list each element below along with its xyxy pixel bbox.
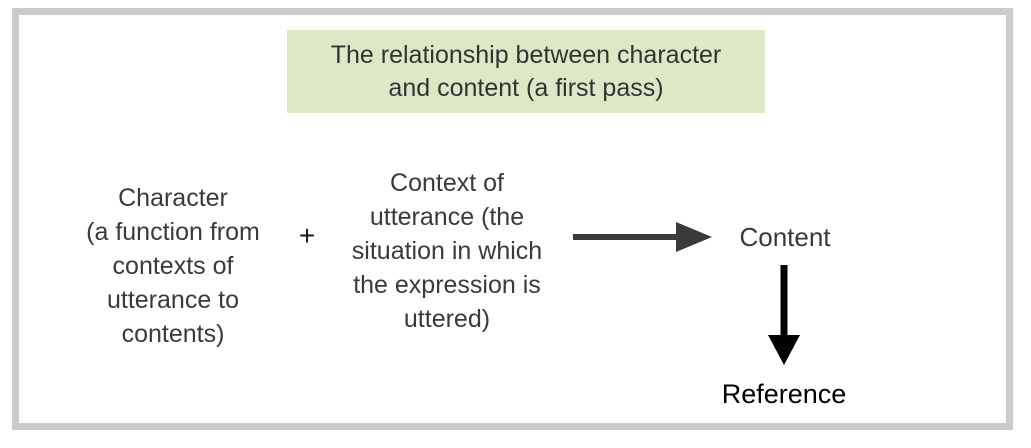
- context-line: Context of: [390, 169, 504, 197]
- context-line: situation in which: [351, 237, 543, 265]
- right-arrow-icon: [573, 222, 712, 252]
- context-line: utterance (the: [369, 203, 525, 231]
- character-line: Character: [118, 184, 228, 212]
- content-label: Content: [739, 222, 831, 252]
- down-arrow-icon: [768, 265, 800, 365]
- title-line: and content (a first pass): [388, 73, 664, 102]
- plus-sign: +: [298, 220, 316, 251]
- character-block: Character (a function from contexts of u…: [53, 181, 293, 351]
- context-line: uttered): [403, 305, 491, 333]
- character-line: contexts of: [112, 252, 234, 280]
- title-box: The relationship between character and c…: [287, 30, 765, 113]
- context-block: Context of utterance (the situation in w…: [322, 166, 572, 336]
- reference-label: Reference: [721, 379, 847, 409]
- character-line: utterance to: [106, 286, 240, 314]
- character-line: contents): [121, 320, 225, 348]
- context-line: the expression is: [353, 271, 541, 299]
- character-line: (a function from: [86, 218, 260, 246]
- title-line: The relationship between character: [330, 40, 722, 69]
